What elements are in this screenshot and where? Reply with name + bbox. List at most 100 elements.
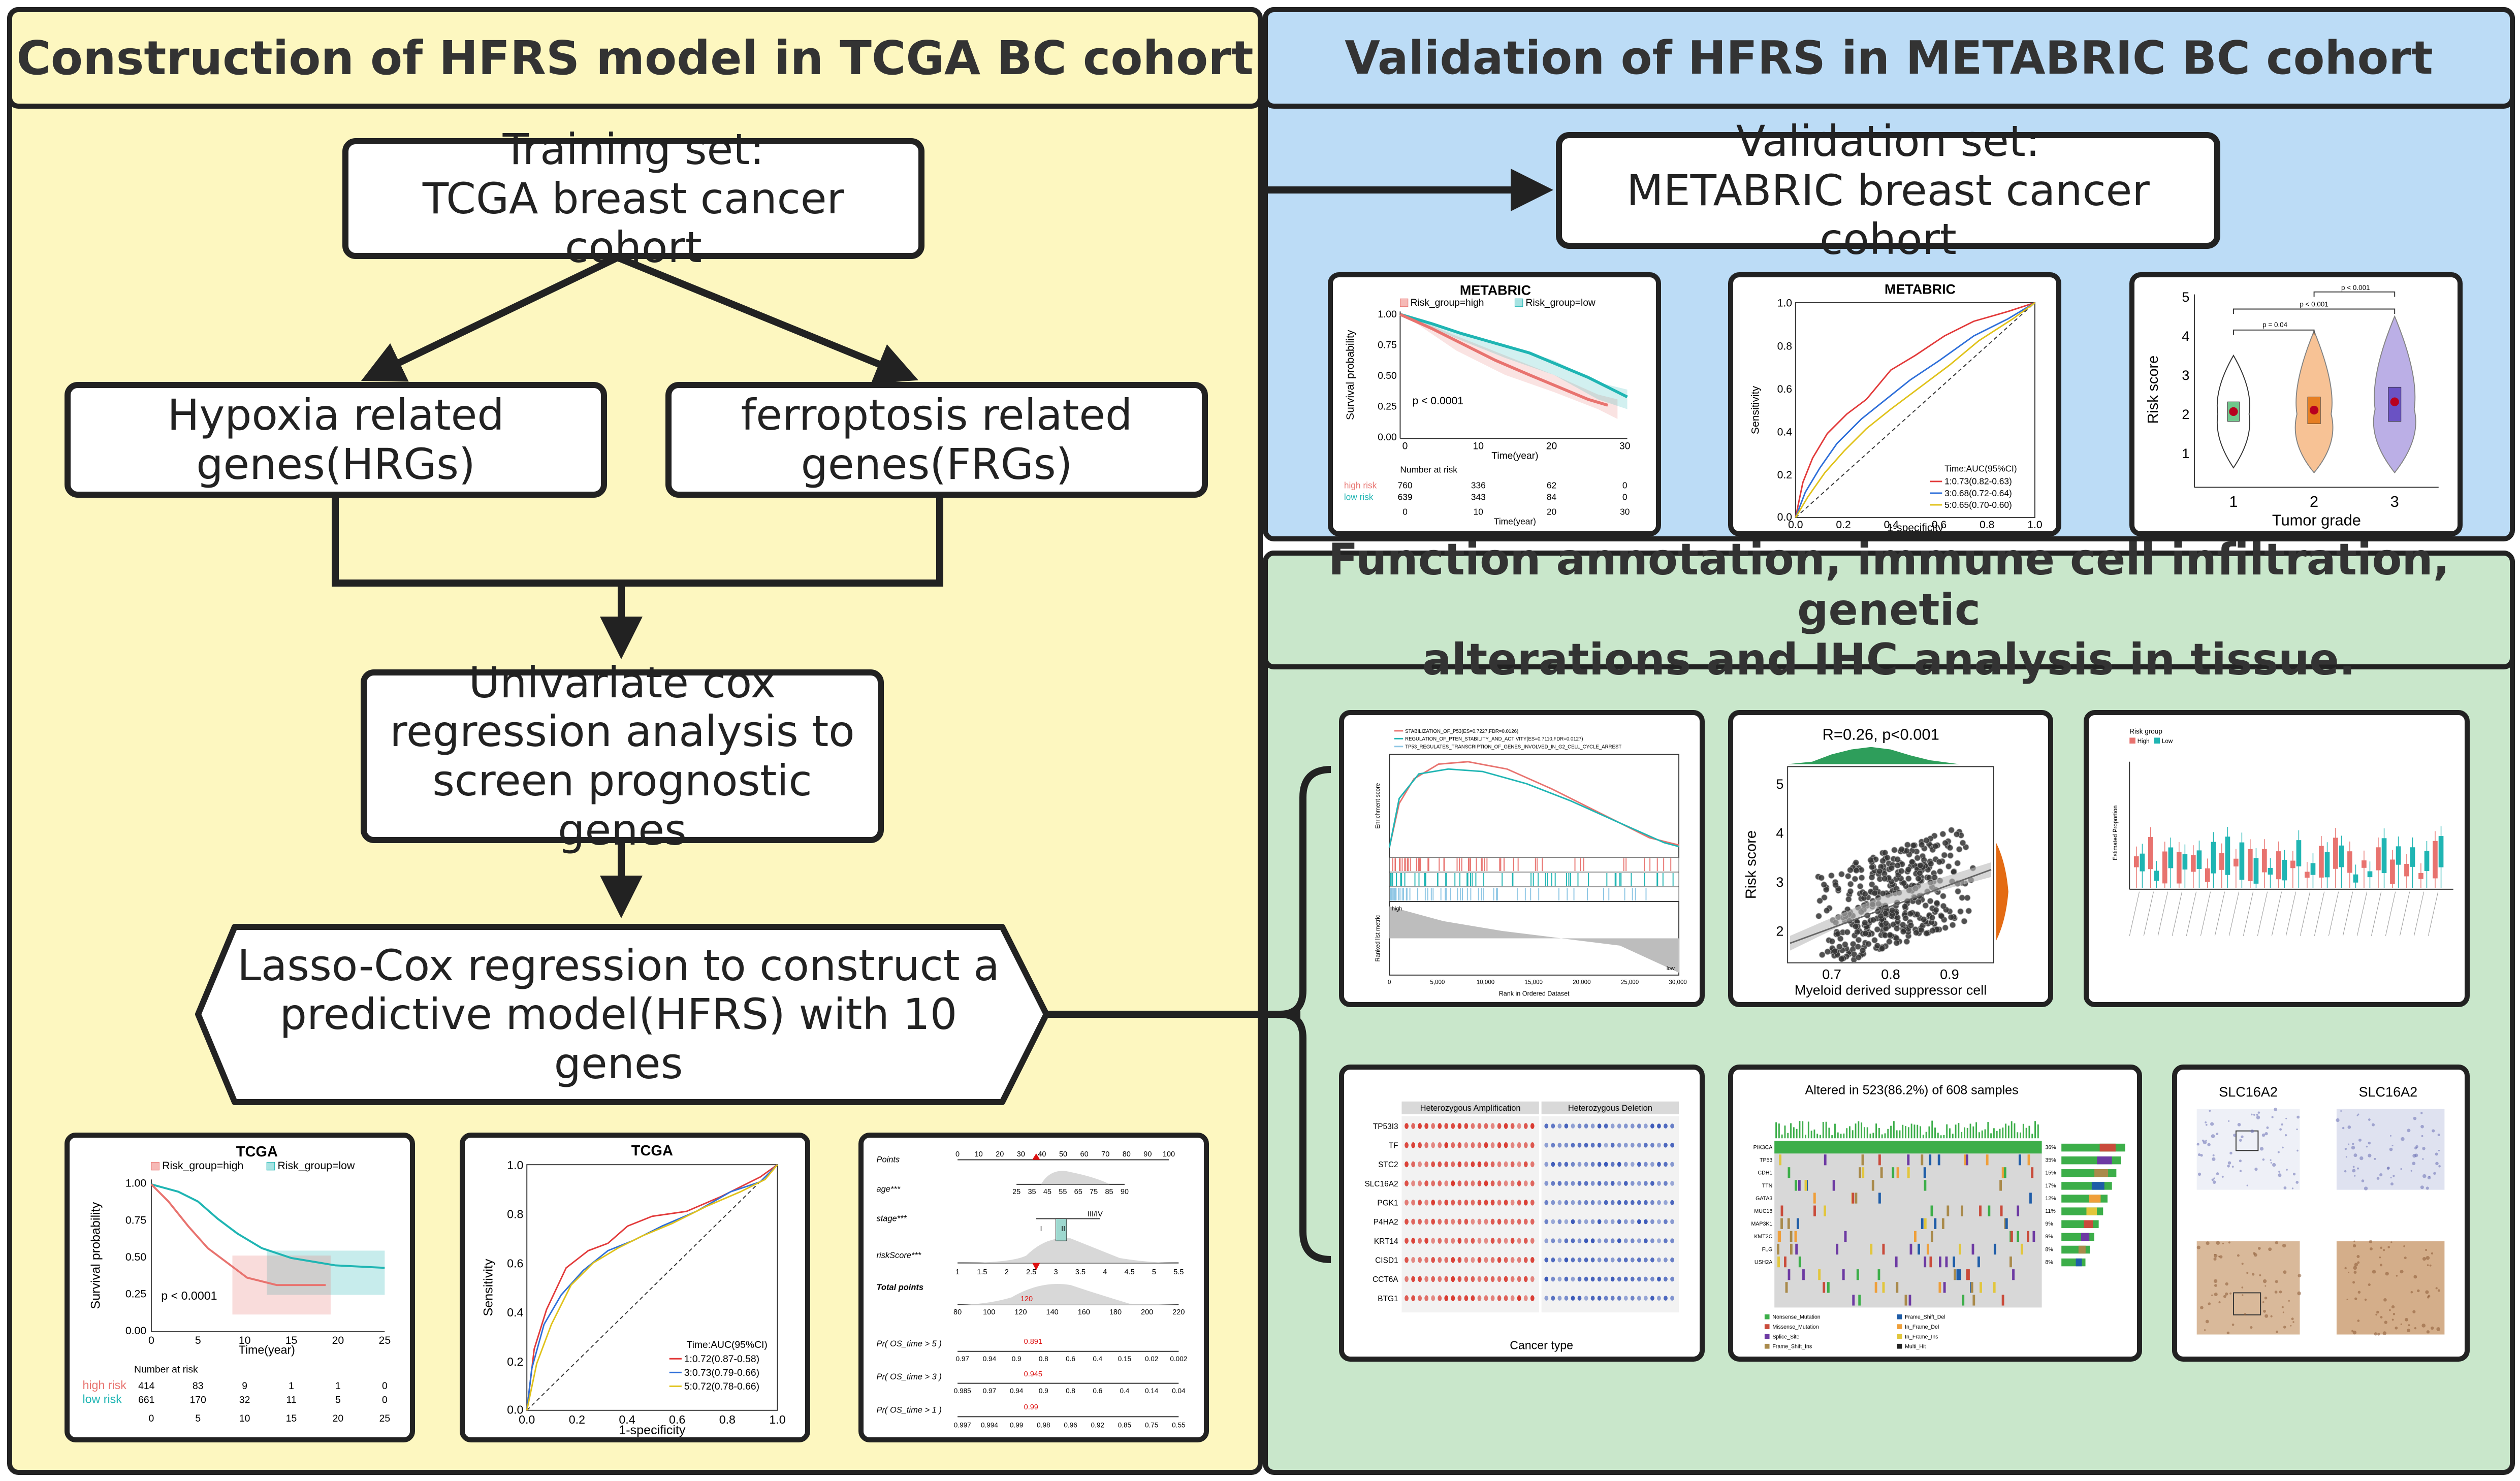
ihc-label-left: SLC16A2 [2219,1084,2278,1100]
onco-top-bar [1999,1129,2001,1139]
violin-pval: p < 0.001 [2341,284,2370,292]
immune-box [2176,852,2182,884]
ihc-cell-dot [2218,1301,2221,1304]
cnv-del-dot [1571,1123,1575,1129]
cnv-del-dot [1571,1200,1575,1205]
ihc-cell-dot [2380,1246,2382,1249]
onco-mutation-cell [1813,1193,1816,1204]
onco-mutation-cell [1956,1269,1959,1280]
immune-xlabel-stub [2413,891,2425,936]
ihc-cell-dot [2346,1298,2348,1300]
gsea-xtick: 5,000 [1430,979,1445,985]
onco-mutation-cell [2012,1269,2015,1280]
cnv-amp-dot [1490,1295,1495,1301]
onco-top-bar [1887,1129,1889,1139]
ihc-cell-dot [2437,1133,2440,1137]
onco-top-bar [1987,1122,1989,1139]
violin-xlabel: Tumor grade [2272,511,2361,529]
onco-top-bar [1984,1129,1986,1139]
scatter-point [1927,897,1934,905]
cnv-del-dot [1597,1276,1602,1282]
ihc-cell-dot [2372,1270,2376,1274]
cnv-amp-dot [1451,1123,1455,1129]
ihc-cell-dot [2229,1151,2232,1155]
cnv-amp-dot [1438,1161,1442,1168]
scatter-point [1824,948,1831,955]
nomo-p5-marker: 0.891 [1024,1338,1042,1346]
nomo-points-tick: 90 [1143,1150,1152,1158]
cnv-amp-dot [1477,1199,1482,1206]
onco-top-bar [1861,1122,1863,1139]
onco-mutation-cell [1947,1205,1950,1216]
ihc-cell-dot [2196,1245,2200,1249]
ihc-cell-dot [2356,1167,2359,1170]
ihc-cell-dot [2403,1245,2406,1247]
onco-mutation-cell [1971,1243,1974,1255]
scatter-point [1865,941,1872,947]
immune-xlabel-stub [2129,891,2140,936]
cnv-del-dot [1557,1142,1562,1148]
roc-legend-1: 1:0.72(0.87-0.58) [684,1354,759,1365]
ihc-cell-dot [2298,1274,2302,1278]
cnv-amp-dot [1418,1180,1422,1186]
immune-box [2282,859,2287,881]
scatter-point [1942,840,1949,847]
scatter-point [1842,941,1848,948]
tcga-roc-plot: TCGA 1.0 0.8 0.6 0.4 0.2 0.0 0.0 0.2 0.4… [460,1133,810,1442]
km-xtick: 0 [148,1334,154,1346]
cnv-del-dot [1610,1123,1615,1129]
km-xtick: 10 [1473,441,1484,452]
ihc-cell-dot [2218,1255,2220,1258]
cnv-amp-dot [1484,1238,1488,1244]
cnv-amp-dot [1438,1238,1442,1244]
cnv-amp-dot [1510,1295,1515,1301]
cnv-del-dot [1577,1296,1582,1301]
cnv-amp-dot [1484,1142,1488,1148]
cnv-del-dot [1664,1219,1668,1225]
ihc-cell-dot [2253,1252,2256,1255]
cnv-del-dot [1604,1257,1608,1263]
onco-top-bar [1849,1126,1851,1139]
onco-gene-pct: 11% [2045,1208,2056,1214]
nomo-points-tick: 10 [975,1150,983,1158]
onco-mutation-cell [1988,1205,1991,1216]
ihc-cell-dot [2281,1306,2284,1308]
cnv-amp-dot [1464,1218,1469,1225]
cnv-amp-dot [1457,1295,1462,1301]
onco-top-bar [1843,1133,1845,1139]
ihc-cell-dot [2414,1327,2417,1330]
ihc-cell-dot [2401,1137,2405,1141]
ihc-high-overview [2196,1241,2300,1335]
scatter-point [1955,888,1961,895]
ihc-cell-dot [2382,1331,2387,1335]
cnv-del-dot [1590,1219,1595,1225]
roc-ytick: 0.8 [1777,340,1792,352]
cnv-del-dot [1597,1162,1602,1167]
cnv-amp-dot [1438,1180,1442,1186]
onco-mutation-cell [1852,1295,1855,1306]
ihc-cell-dot [2222,1242,2224,1245]
scatter-point [1845,896,1852,903]
onco-freq-bar [2061,1169,2117,1177]
roc-xtick: 0.6 [1932,519,1947,531]
ihc-cell-dot [2417,1289,2420,1293]
ihc-cell-dot [2410,1291,2413,1294]
scatter-point [1871,937,1878,944]
km-risk-value: 83 [193,1380,204,1392]
ihc-cell-dot [2283,1186,2287,1189]
onco-mutation-cell [1929,1256,1932,1268]
cnv-del-dot [1617,1162,1621,1167]
ihc-cell-dot [2253,1114,2255,1116]
ihc-cell-dot [2274,1291,2278,1294]
bottom-right-panel-title: Function annotation, immune cell infiltr… [1263,534,2515,685]
cnv-amp-dot [1457,1161,1462,1168]
onco-gene-pct: 9% [2045,1234,2053,1240]
onco-mutation-cell [2031,1167,2034,1178]
cnv-amp-dot [1431,1199,1436,1206]
ihc-cell-dot [2422,1158,2424,1160]
cnv-del-dot [1664,1238,1668,1243]
violin-ylabel: Risk score [2145,356,2161,424]
cnv-title-del: Heterozygous Deletion [1568,1104,1652,1113]
onco-mutation-cell [1924,1256,1927,1268]
onco-mutation-cell [2005,1218,2008,1229]
